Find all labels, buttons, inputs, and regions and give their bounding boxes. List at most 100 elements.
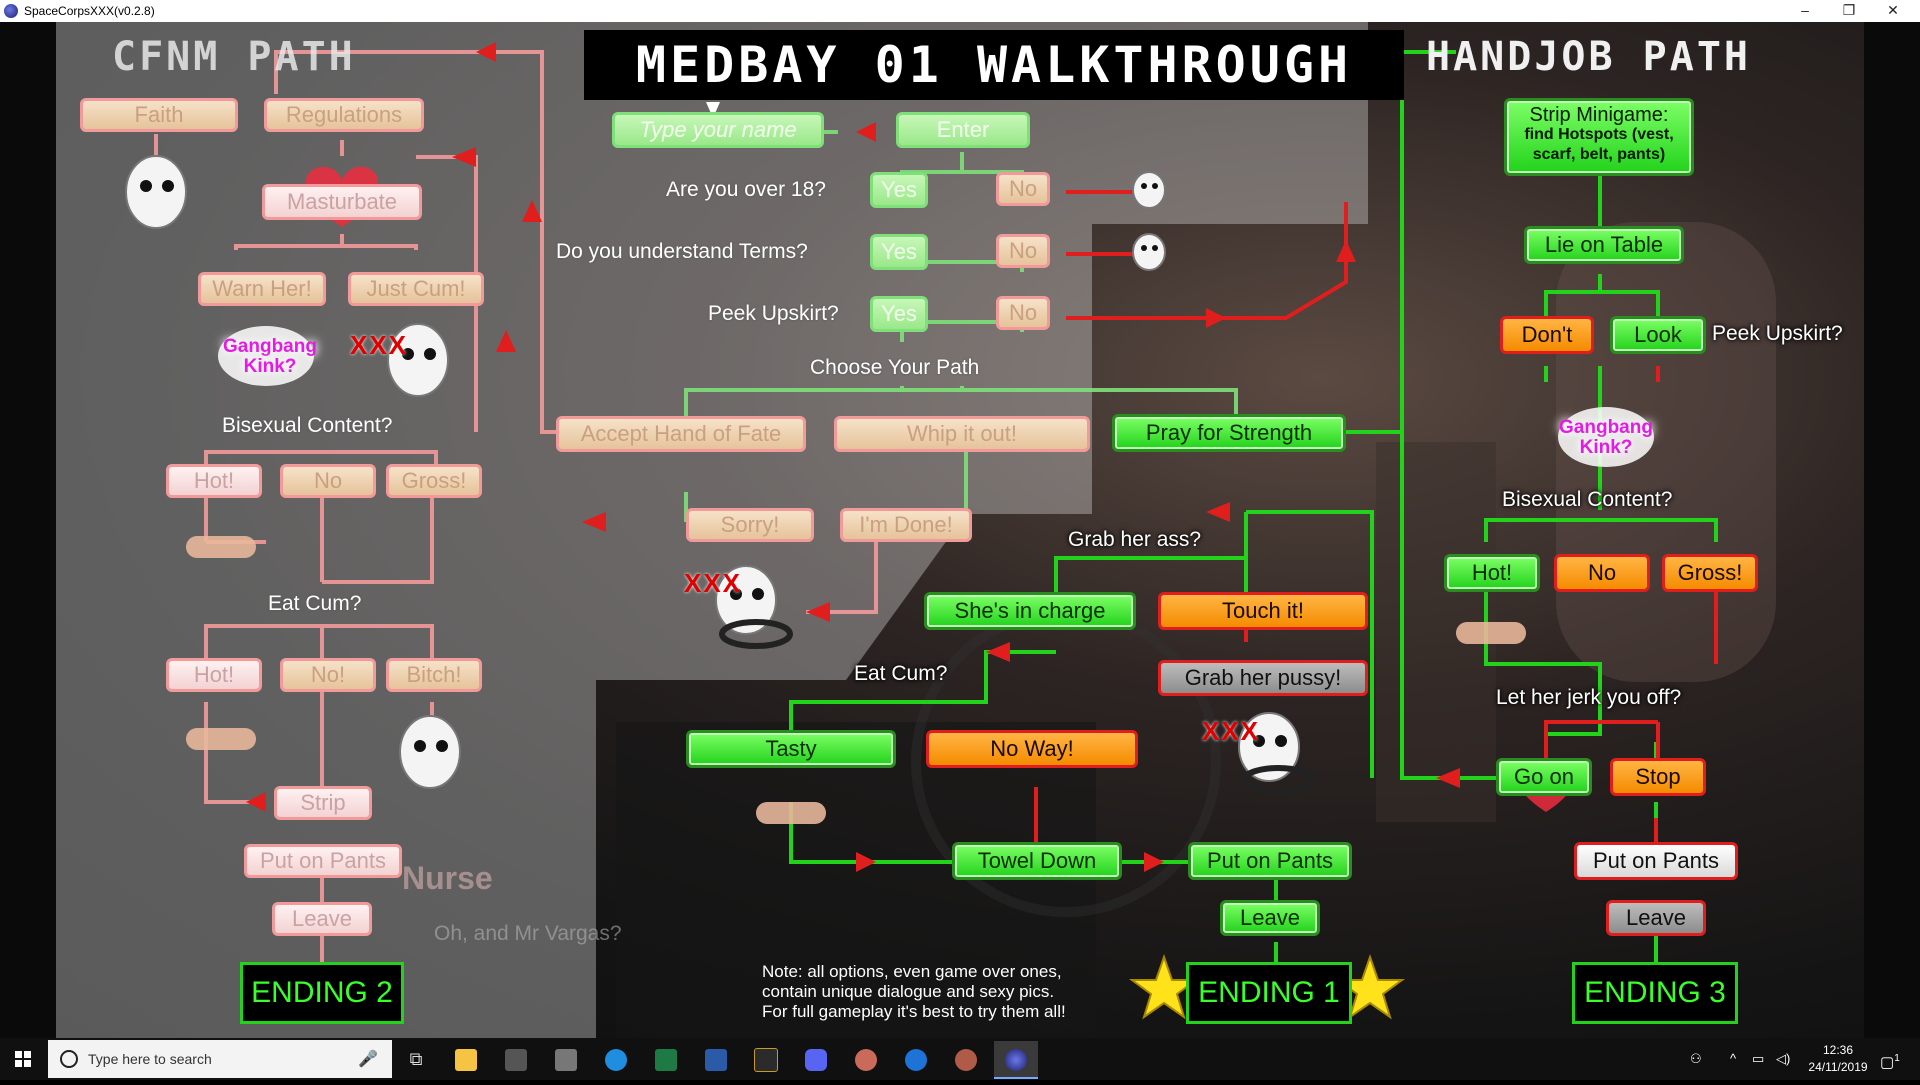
upskirt-no-button[interactable]: No [996, 296, 1050, 330]
network-icon[interactable]: ▭ [1752, 1051, 1765, 1066]
accept-hand-of-fate-button[interactable]: Accept Hand of Fate [556, 416, 806, 452]
look-button[interactable]: Look [1610, 316, 1706, 354]
age-yes-button[interactable]: Yes [870, 172, 928, 208]
start-button[interactable] [0, 1038, 46, 1080]
ending-1-box: ENDING 1 [1186, 962, 1352, 1024]
bisexual-question-right: Bisexual Content? [1502, 488, 1673, 511]
warn-her-button[interactable]: Warn Her! [198, 272, 326, 306]
leave-right-button[interactable]: Leave [1606, 900, 1706, 936]
xxx-label-middle: XXX [684, 568, 743, 598]
eat-cum-hot-button[interactable]: Hot! [166, 658, 262, 692]
window-titlebar: SpaceCorpsXXX(v0.2.8) – ❐ ✕ [0, 0, 1920, 23]
pray-for-strength-button[interactable]: Pray for Strength [1112, 414, 1346, 452]
go-on-button[interactable]: Go on [1496, 758, 1592, 796]
ending-2-box: ENDING 2 [240, 962, 404, 1024]
strip-minigame-title: Strip Minigame: [1529, 104, 1669, 126]
bisexual-gross-button-right[interactable]: Gross! [1662, 554, 1758, 592]
clock-date: 24/11/2019 [1808, 1060, 1868, 1074]
dialogue-text: Oh, and Mr Vargas? [434, 922, 622, 945]
im-done-button[interactable]: I'm Done! [840, 508, 972, 542]
minimize-button[interactable]: – [1801, 2, 1809, 18]
terms-yes-button[interactable]: Yes [870, 234, 928, 270]
touch-it-button[interactable]: Touch it! [1158, 592, 1368, 630]
character-app-icon[interactable] [844, 1041, 888, 1077]
put-on-pants-middle-button[interactable]: Put on Pants [1188, 842, 1352, 880]
internet-explorer-icon[interactable] [894, 1041, 938, 1077]
file-explorer-icon[interactable] [444, 1041, 488, 1077]
game-viewport: MEDBAY 01 WALKTHROUGH CFNM PATH HANDJOB … [0, 22, 1920, 1038]
search-placeholder: Type here to search [88, 1051, 212, 1067]
grab-her-pussy-button[interactable]: Grab her pussy! [1158, 660, 1368, 696]
choose-path-label: Choose Your Path [810, 356, 980, 379]
tray-expand-icon[interactable]: ^ [1730, 1051, 1737, 1066]
shes-in-charge-button[interactable]: She's in charge [924, 592, 1136, 630]
microphone-icon[interactable]: 🎤 [358, 1051, 378, 1068]
edge-browser-icon[interactable] [594, 1041, 638, 1077]
speaker-name: Nurse [402, 860, 493, 896]
maximize-button[interactable]: ❐ [1842, 2, 1856, 18]
enter-button[interactable]: Enter [896, 112, 1030, 148]
strip-button[interactable]: Strip [274, 786, 372, 820]
taskbar-search[interactable]: Type here to search 🎤 [48, 1040, 392, 1078]
tasty-button[interactable]: Tasty [686, 730, 896, 768]
bisexual-hot-button-right[interactable]: Hot! [1444, 554, 1540, 592]
daz-studio-icon[interactable] [744, 1041, 788, 1077]
bisexual-hot-button[interactable]: Hot! [166, 464, 262, 498]
people-icon[interactable]: ⚇ [1690, 1051, 1702, 1066]
app-icon [4, 4, 18, 18]
word-icon[interactable] [694, 1041, 738, 1077]
towel-down-button[interactable]: Towel Down [952, 842, 1122, 880]
volume-icon[interactable]: ◁) [1776, 1051, 1791, 1066]
note-line-1: Note: all options, even game over ones, [762, 962, 1062, 981]
excel-icon[interactable] [644, 1041, 688, 1077]
dont-button[interactable]: Don't [1500, 316, 1594, 354]
leave-left-button[interactable]: Leave [272, 902, 372, 936]
strip-minigame-box: Strip Minigame: find Hotspots (vest, sca… [1504, 98, 1694, 176]
put-on-pants-left-button[interactable]: Put on Pants [244, 844, 402, 878]
bisexual-no-button-right[interactable]: No [1554, 554, 1650, 592]
close-button[interactable]: ✕ [1887, 2, 1899, 18]
notification-count: 1 [1894, 1053, 1900, 1064]
media-icon[interactable] [544, 1041, 588, 1077]
faith-button[interactable]: Faith [80, 98, 238, 132]
strip-minigame-line-2: find Hotspots (vest, [1524, 126, 1674, 143]
age-no-button[interactable]: No [996, 172, 1050, 206]
walkthrough-image: MEDBAY 01 WALKTHROUGH CFNM PATH HANDJOB … [56, 22, 1864, 1038]
put-on-pants-right-button[interactable]: Put on Pants [1574, 842, 1738, 880]
name-input[interactable]: Type your name [612, 112, 824, 148]
taskbar: Type here to search 🎤 ⧉ ⚇ ^ ▭ ◁) 12:36 2… [0, 1038, 1920, 1080]
eat-cum-question-middle: Eat Cum? [854, 662, 948, 685]
whip-it-out-button[interactable]: Whip it out! [834, 416, 1090, 452]
terms-no-button[interactable]: No [996, 234, 1050, 268]
eat-cum-no-button[interactable]: No! [280, 658, 376, 692]
xxx-label-right: XXX [1202, 716, 1261, 746]
masturbate-button[interactable]: Masturbate [262, 184, 422, 220]
regulations-button[interactable]: Regulations [264, 98, 424, 132]
stop-button[interactable]: Stop [1610, 758, 1706, 796]
handjob-path-title: HANDJOB PATH [1426, 34, 1751, 80]
bisexual-question: Bisexual Content? [222, 414, 393, 437]
spacecorps-game-icon[interactable] [994, 1041, 1038, 1079]
bisexual-gross-button[interactable]: Gross! [386, 464, 482, 498]
skull-icons [125, 155, 1300, 789]
bisexual-no-button[interactable]: No [280, 464, 376, 498]
xxx-label: XXX [350, 330, 409, 360]
leave-middle-button[interactable]: Leave [1220, 900, 1320, 936]
no-way-button[interactable]: No Way! [926, 730, 1138, 768]
eat-cum-question-left: Eat Cum? [268, 592, 362, 615]
system-clock[interactable]: 12:36 24/11/2019 [1808, 1042, 1868, 1076]
just-cum-button[interactable]: Just Cum! [348, 272, 484, 306]
upskirt-yes-button[interactable]: Yes [870, 296, 928, 332]
calculator-icon[interactable] [494, 1041, 538, 1077]
question-upskirt: Peek Upskirt? [708, 302, 839, 325]
sorry-button[interactable]: Sorry! [686, 508, 814, 542]
lie-on-table-button[interactable]: Lie on Table [1524, 226, 1684, 264]
gangbang-kink-label-right: Gangbang Kink? [1559, 417, 1653, 458]
character-app-2-icon[interactable] [944, 1041, 988, 1077]
notification-icon[interactable]: ▢1 [1880, 1053, 1900, 1071]
task-view-icon[interactable]: ⧉ [409, 1049, 423, 1069]
windows-logo-icon [15, 1051, 31, 1067]
ending-3-box: ENDING 3 [1572, 962, 1738, 1024]
eat-cum-bitch-button[interactable]: Bitch! [386, 658, 482, 692]
discord-icon[interactable] [794, 1041, 838, 1077]
